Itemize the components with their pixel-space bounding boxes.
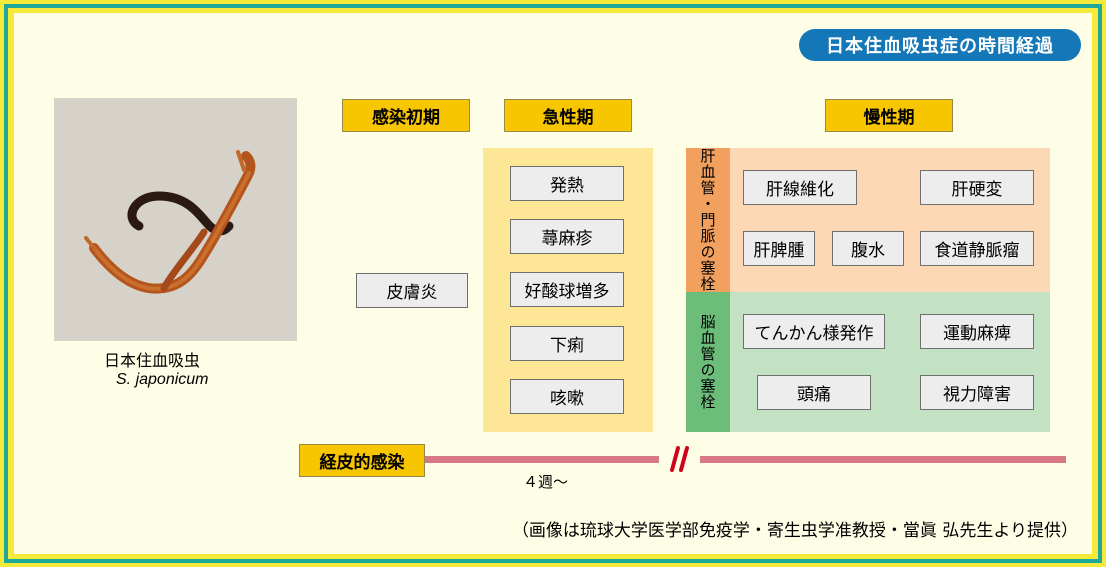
photo-caption-latin: S. japonicum (116, 371, 209, 388)
symptom-cough: 咳嗽 (510, 379, 624, 414)
timeline-bar-left (425, 456, 659, 463)
symptom-liver-fibrosis: 肝線維化 (743, 170, 857, 205)
symptom-hepatosplenomegaly: 肝脾腫 (743, 231, 815, 266)
symptom-ascites: 腹水 (832, 231, 904, 266)
symptom-diarrhea: 下痢 (510, 326, 624, 361)
diagram-canvas: 日本住血吸虫症の時間経過 日本住血吸虫 S. japonicum 感染初期 急性… (14, 13, 1092, 554)
timeline-bar-right (700, 456, 1066, 463)
brain-panel (730, 292, 1050, 432)
symptom-visual-impairment: 視力障害 (920, 375, 1034, 410)
phase-acute: 急性期 (504, 99, 632, 132)
symptom-cirrhosis: 肝硬変 (920, 170, 1034, 205)
worm-image (54, 98, 297, 341)
phase-chronic: 慢性期 (825, 99, 953, 132)
photo-caption-japanese: 日本住血吸虫 (104, 351, 201, 370)
symptom-urticaria: 蕁麻疹 (510, 219, 624, 254)
symptom-headache: 頭痛 (757, 375, 871, 410)
phase-early: 感染初期 (342, 99, 470, 132)
worm-photo (54, 98, 297, 341)
liver-embolism-label: 肝血管・門脈の塞栓 (698, 148, 717, 292)
diagram-title: 日本住血吸虫症の時間経過 (799, 29, 1081, 61)
symptom-epileptic-seizure: てんかん様発作 (743, 314, 885, 349)
symptom-eosinophilia: 好酸球増多 (510, 272, 624, 307)
symptom-motor-paralysis: 運動麻痺 (920, 314, 1034, 349)
symptom-dermatitis: 皮膚炎 (356, 273, 468, 308)
image-credit: （画像は琉球大学医学部免疫学・寄生虫学准教授・當眞 弘先生より提供） (511, 521, 1078, 541)
infection-route-label: 経皮的感染 (299, 444, 425, 477)
liver-embolism-tab: 肝血管・門脈の塞栓 (686, 148, 730, 292)
timeline-weeks-label: ４週～ (523, 473, 569, 491)
brain-embolism-tab: 脳血管の塞栓 (686, 292, 730, 432)
symptom-esophageal-varices: 食道静脈瘤 (920, 231, 1034, 266)
symptom-fever: 発熱 (510, 166, 624, 201)
timeline-break-icon (670, 446, 689, 472)
brain-embolism-label: 脳血管の塞栓 (698, 314, 717, 410)
